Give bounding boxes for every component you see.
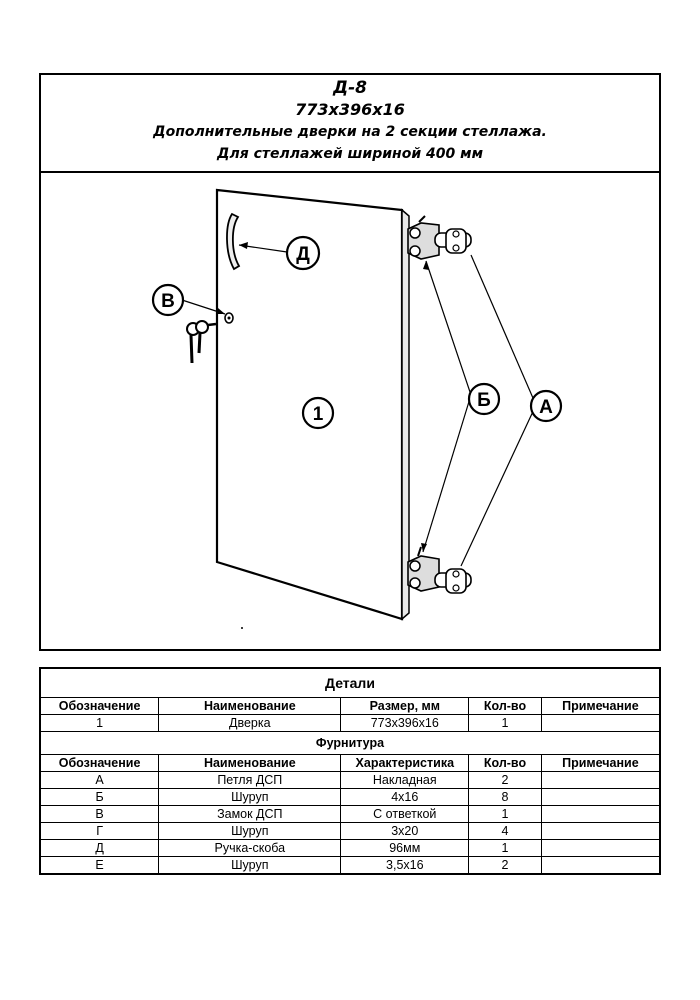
table-cell: 8 — [468, 788, 542, 806]
hardware-header-cell: Обозначение — [39, 754, 160, 772]
table-cell: 3x20 — [340, 822, 470, 840]
hardware-header-row: Обозначение Наименование Характеристика … — [39, 754, 661, 772]
table-cell: Шуруп — [158, 788, 342, 806]
table-cell: С ответкой — [340, 805, 470, 823]
product-size: 773x396x16 — [295, 100, 405, 119]
details-header-cell: Примечание — [540, 697, 661, 715]
details-header-cell: Кол-во — [468, 697, 542, 715]
table-cell: В — [39, 805, 160, 823]
table-row: Б Шуруп 4x16 8 — [39, 788, 661, 806]
table-cell: 2 — [468, 856, 542, 875]
table-cell: 3,5x16 — [340, 856, 470, 875]
hardware-header-cell: Наименование — [158, 754, 342, 772]
hardware-header-cell: Характеристика — [340, 754, 470, 772]
table-cell — [540, 805, 661, 823]
lower-hinge-icon — [407, 546, 472, 594]
table-row: Д Ручка-скоба 96мм 1 — [39, 839, 661, 857]
table-cell: 1 — [468, 839, 542, 857]
table-cell: Ручка-скоба — [158, 839, 342, 857]
table-cell: Д — [39, 839, 160, 857]
hardware-header-cell: Кол-во — [468, 754, 542, 772]
leader-lines — [181, 244, 537, 567]
table-cell: Г — [39, 822, 160, 840]
parts-table: Детали Обозначение Наименование Размер, … — [39, 667, 661, 875]
table-row: 1 Дверка 773x396x16 1 — [39, 714, 661, 732]
table-cell: Е — [39, 856, 160, 875]
callout-handle-label: Д — [296, 244, 310, 265]
callout-hinges-label: А — [539, 397, 553, 418]
callout-door: 1 — [301, 396, 335, 430]
table-row: Е Шуруп 3,5x16 2 — [39, 856, 661, 875]
table-cell: 773x396x16 — [340, 714, 470, 732]
product-width-note: Для стеллажей шириной 400 мм — [216, 146, 484, 162]
upper-hinge-icon — [407, 215, 472, 260]
table-cell: 4 — [468, 822, 542, 840]
table-cell — [540, 839, 661, 857]
handle-icon — [226, 212, 241, 271]
table-cell — [540, 822, 661, 840]
callout-screws-label: Б — [477, 390, 491, 411]
table-cell: 2 — [468, 771, 542, 789]
table-cell — [540, 788, 661, 806]
door-assembly-drawing: Д В 1 Б А — [151, 188, 563, 629]
table-cell: 96мм — [340, 839, 470, 857]
table-cell: Накладная — [340, 771, 470, 789]
table-cell: 4x16 — [340, 788, 470, 806]
table-cell: 1 — [39, 714, 160, 732]
callout-lock: В — [151, 283, 185, 317]
table-cell — [540, 714, 661, 732]
hardware-header-cell: Примечание — [540, 754, 661, 772]
table-cell: Б — [39, 788, 160, 806]
table-cell: Шуруп — [158, 822, 342, 840]
callout-handle: Д — [285, 235, 321, 271]
callout-lock-label: В — [161, 291, 175, 312]
drawing-header: Д-8 773x396x16 Дополнительные дверки на … — [41, 75, 659, 173]
table-cell: Дверка — [158, 714, 342, 732]
table-cell: 1 — [468, 805, 542, 823]
callout-door-label: 1 — [313, 404, 324, 425]
leader-arrowheads — [216, 242, 429, 552]
table-cell: 1 — [468, 714, 542, 732]
details-header-cell: Обозначение — [39, 697, 160, 715]
table-cell: Замок ДСП — [158, 805, 342, 823]
drawing-frame: Д-8 773x396x16 Дополнительные дверки на … — [39, 73, 661, 651]
lock-icon — [224, 312, 234, 324]
table-row: Г Шуруп 3x20 4 — [39, 822, 661, 840]
table-cell — [540, 771, 661, 789]
table-cell: А — [39, 771, 160, 789]
hardware-title: Фурнитура — [39, 731, 661, 755]
details-header-cell: Наименование — [158, 697, 342, 715]
product-description: Дополнительные дверки на 2 секции стелла… — [153, 124, 547, 140]
details-header-row: Обозначение Наименование Размер, мм Кол-… — [39, 697, 661, 715]
table-cell: Шуруп — [158, 856, 342, 875]
table-row: А Петля ДСП Накладная 2 — [39, 771, 661, 789]
table-row: В Замок ДСП С ответкой 1 — [39, 805, 661, 823]
table-cell — [540, 856, 661, 875]
product-code: Д-8 — [332, 78, 368, 98]
details-title: Детали — [39, 667, 661, 698]
keys-icon — [186, 320, 217, 364]
callout-hinges: А — [529, 389, 563, 423]
details-header-cell: Размер, мм — [340, 697, 470, 715]
callout-screws: Б — [467, 382, 501, 416]
table-cell: Петля ДСП — [158, 771, 342, 789]
